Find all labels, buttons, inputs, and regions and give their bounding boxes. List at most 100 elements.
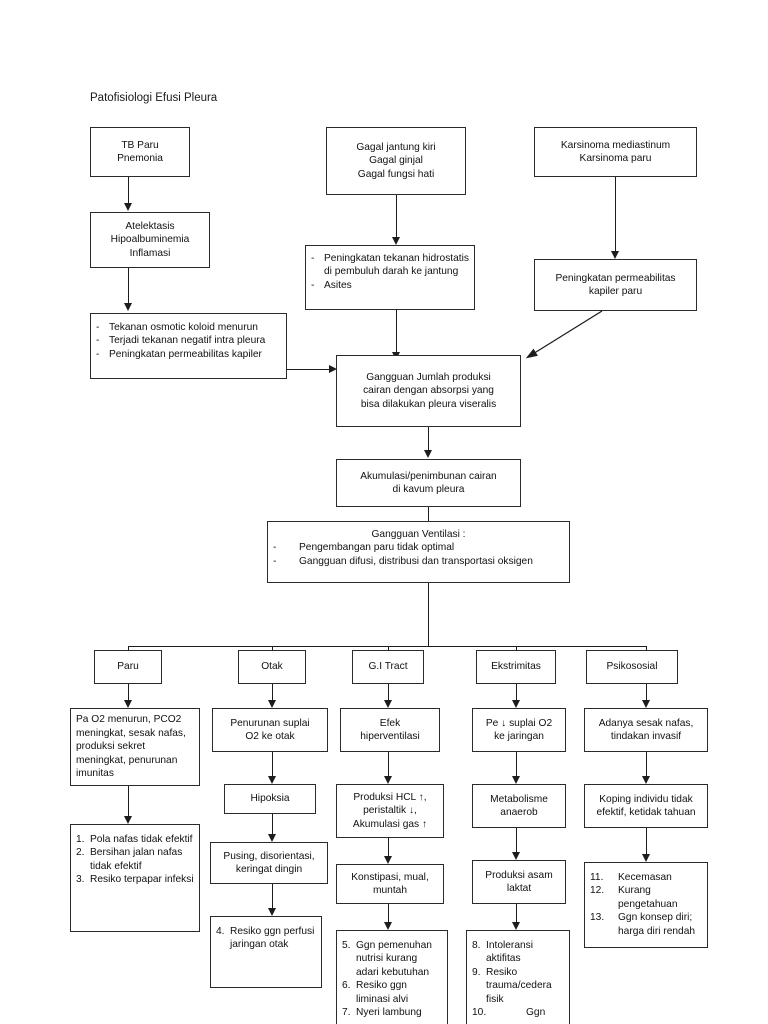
arrow-head-down: [267, 834, 276, 842]
arrow-head-down: [610, 251, 619, 259]
node-line: anaerob: [500, 807, 538, 818]
arrow-head-down: [267, 700, 276, 708]
node-gangguan-jumlah: Gangguan Jumlah produksi cairan dengan a…: [336, 355, 521, 427]
node-line: laktat: [506, 883, 532, 894]
node-line: Adanya sesak nafas,: [598, 717, 694, 729]
connector-line: [272, 684, 273, 702]
list-item: 5. Ggn pemenuhan nutrisi kurang adari ke…: [342, 939, 442, 979]
list-item-text: Resiko ggn liminasi alvi: [356, 980, 409, 1005]
connector-line: [128, 177, 129, 205]
branch-header-label: G.I Tract: [368, 661, 408, 673]
branch-diagnoses-paru: 1. Pola nafas tidak efektif 2. Bersihan …: [70, 824, 200, 932]
node-line: Gagal ginjal: [369, 155, 423, 167]
connector-line: [646, 646, 647, 650]
list-item: 4. Resiko ggn perfusi jaringan otak: [216, 925, 316, 952]
arrow-head-down: [123, 203, 132, 211]
branch-diagnoses-otak: 4. Resiko ggn perfusi jaringan otak: [210, 916, 322, 988]
branch-step2-ekstrimitas: Metabolisme anaerob: [472, 784, 566, 828]
list-item-text: Pengembangan paru tidak optimal: [299, 542, 455, 554]
list-item-text: Intoleransi aktifitas: [486, 940, 534, 965]
node-line: Akumulasi gas ↑: [352, 818, 428, 830]
dash-marker: -: [96, 322, 100, 333]
connector-line: [615, 177, 616, 253]
arrow-head-down: [423, 450, 432, 458]
branch-effect-text: Pa O2 menurun, PCO2 meningkat, sesak naf…: [76, 714, 186, 780]
list-item: 7. Nyeri lambung: [342, 1006, 442, 1019]
connector-line: [388, 646, 389, 650]
arrow-head-down: [641, 776, 650, 784]
node-line: Pnemonia: [117, 153, 163, 164]
branch-header-label: Paru: [117, 661, 139, 673]
node-line: Akumulasi/penimbunan cairan: [360, 470, 497, 482]
list-item: 9. Resiko trauma/cedera fisik: [472, 966, 564, 1006]
list-item: 1. Pola nafas tidak efektif: [76, 833, 194, 846]
connector-line: [646, 684, 647, 702]
branch-effect-paru: Pa O2 menurun, PCO2 meningkat, sesak naf…: [70, 708, 200, 786]
connector-line: [388, 684, 389, 702]
node-line: Koping individu tidak: [599, 793, 693, 805]
connector-line: [516, 684, 517, 702]
branch-step3-otak: Pusing, disorientasi, keringat dingin: [210, 842, 328, 884]
node-line: TB Paru: [121, 139, 159, 151]
node-line: Karsinoma paru: [579, 153, 652, 164]
page-title: Patofisiologi Efusi Pleura: [90, 92, 218, 104]
list-item: - Peningkatan tekanan hidrostatis di pem…: [311, 252, 469, 279]
connector-line: [516, 828, 517, 854]
list-item: - Tekanan osmotic koloid menurun: [96, 321, 281, 334]
node-line: Peningkatan permeabilitas: [555, 272, 676, 284]
list-item: - Asites: [311, 279, 469, 292]
connector-line: [128, 646, 129, 650]
connector-line: [272, 752, 273, 778]
dash-marker: -: [311, 253, 315, 264]
list-number: 11.: [590, 872, 604, 883]
list-item-text: Bersihan jalan nafas tidak efektif: [90, 847, 183, 872]
branch-header-label: Ekstrimitas: [491, 661, 541, 673]
connector-line: [128, 786, 129, 818]
connector-line: [428, 583, 429, 646]
arrow-head-down: [383, 700, 392, 708]
arrow-head-down: [511, 852, 520, 860]
list-number: 12.: [590, 885, 605, 897]
list-item: - Pengembangan paru tidak optimal: [273, 541, 564, 554]
arrow-head-down: [641, 854, 650, 862]
connector-line: [128, 684, 129, 702]
list-number: 1.: [76, 834, 85, 845]
arrow-head-down: [511, 776, 520, 784]
node-line: Konstipasi, mual,: [351, 871, 429, 883]
node-line: Hipoalbuminemia: [110, 234, 190, 246]
branch-step3-gi-tract: Konstipasi, mual, muntah: [336, 864, 444, 904]
node-line: Inflamasi: [129, 247, 171, 259]
list-number: 8.: [472, 940, 481, 951]
node-line: Gagal jantung kiri: [356, 141, 436, 153]
list-item: 3. Resiko terpapar infeksi: [76, 873, 194, 886]
node-tekanan-osmotic: - Tekanan osmotic koloid menurun - Terja…: [90, 313, 287, 379]
connector-line: [388, 904, 389, 924]
list-number: 2.: [76, 847, 85, 859]
node-line: hiperventilasi: [360, 731, 420, 742]
node-karsinoma: Karsinoma mediastinum Karsinoma paru: [534, 127, 697, 177]
node-tb-paru: TB Paru Pnemonia: [90, 127, 190, 177]
node-line: Hipoksia: [250, 793, 290, 805]
list-item: - Terjadi tekanan negatif intra pleura: [96, 334, 281, 347]
branch-step1-ekstrimitas: Pe ↓ suplai O2 ke jaringan: [472, 708, 566, 752]
list-item: 6. Resiko ggn liminasi alvi: [342, 979, 442, 1006]
arrow-head-down: [511, 700, 520, 708]
branch-step2-psikososial: Koping individu tidak efektif, ketidak t…: [584, 784, 708, 828]
arrow-head-down: [383, 776, 392, 784]
node-line: O2 ke otak: [245, 731, 295, 742]
node-hidrostatis: - Peningkatan tekanan hidrostatis di pem…: [305, 245, 475, 310]
list-number: 7.: [342, 1007, 351, 1019]
list-number: 9.: [472, 966, 481, 978]
connector-line: [388, 752, 389, 778]
branch-step2-gi-tract: Produksi HCL ↑, peristaltik ↓, Akumulasi…: [336, 784, 444, 838]
arrow-head-down: [123, 816, 132, 824]
arrow-head-down: [641, 700, 650, 708]
arrow-head-right: [329, 364, 337, 373]
node-heading: Gangguan Ventilasi :: [371, 529, 466, 540]
connector-line: [128, 268, 129, 305]
node-line: peristaltik ↓,: [363, 805, 417, 817]
branch-header-paru: Paru: [94, 650, 162, 684]
list-number: 5.: [342, 940, 351, 951]
node-line: tindakan invasif: [610, 731, 682, 742]
node-line: di kavum pleura: [392, 484, 465, 495]
